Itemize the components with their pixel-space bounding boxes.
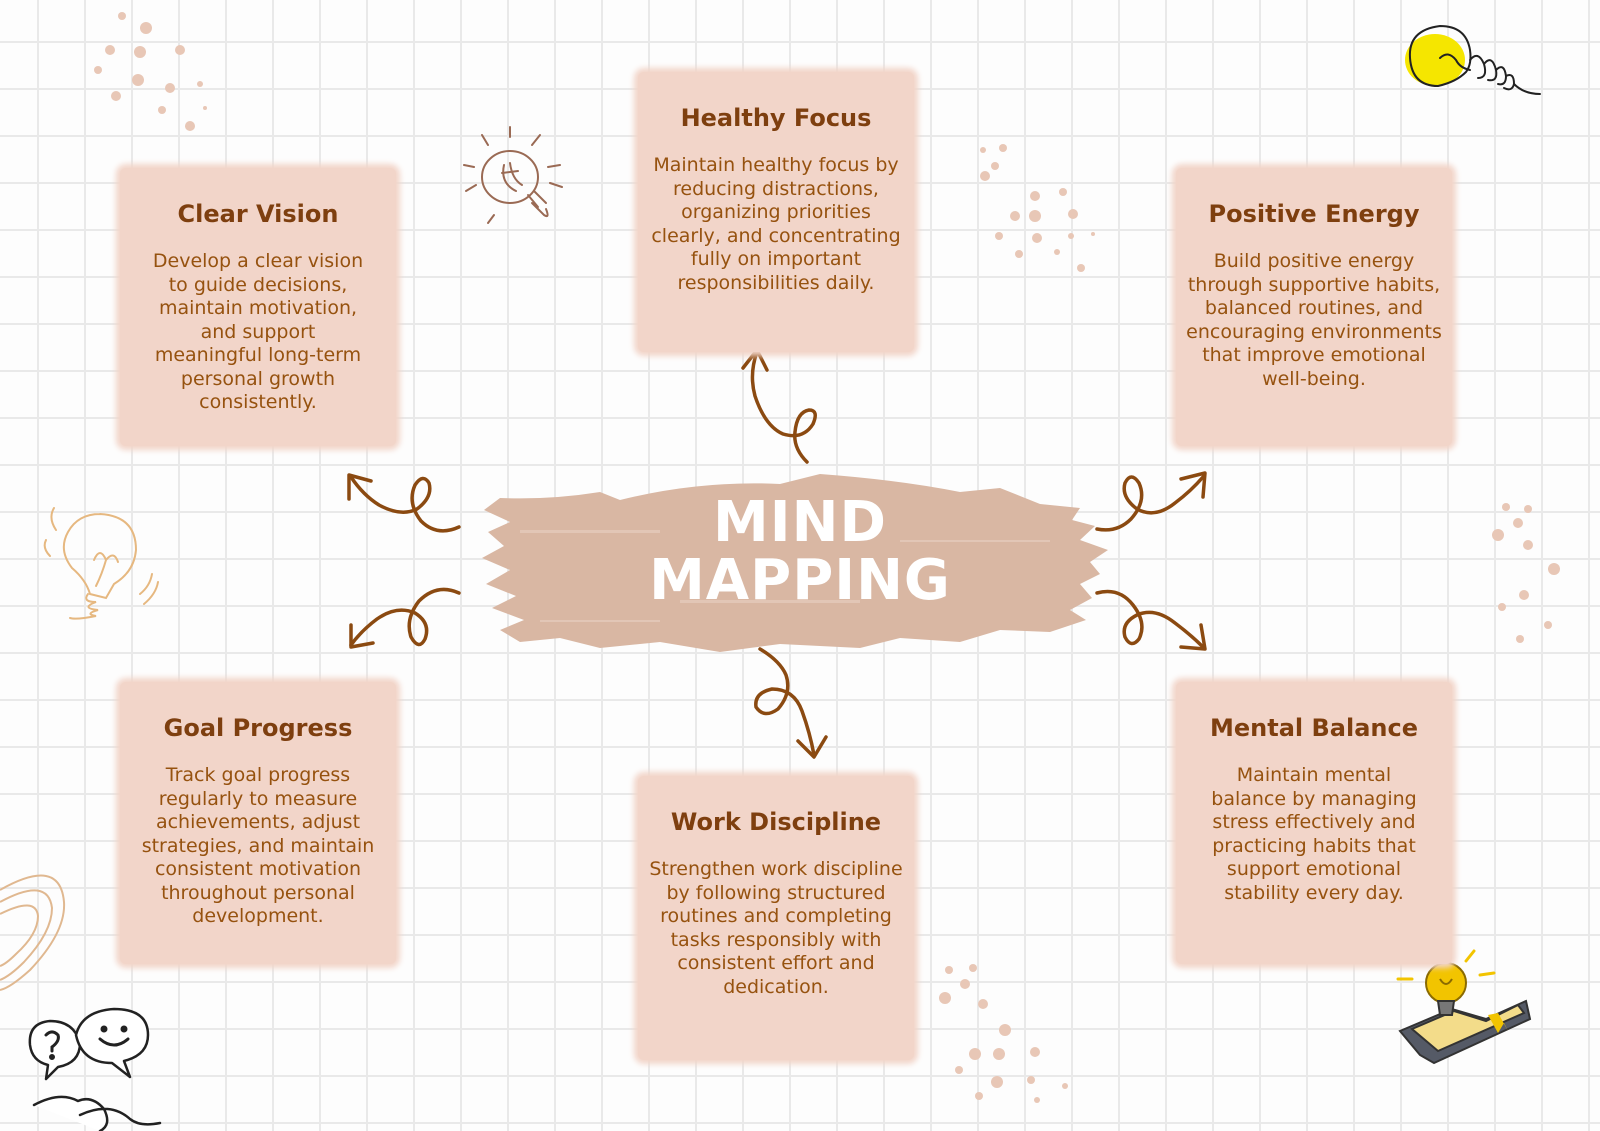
dot-cluster-top-left	[94, 12, 207, 131]
speech-bubbles-icon	[28, 1007, 162, 1131]
rainbow-lines-icon	[0, 874, 66, 991]
card-work-discipline: Work Discipline Strengthen work discipli…	[638, 776, 914, 1060]
lightbulb-sketch-icon	[43, 507, 159, 620]
card-body: Strengthen work discipline by following …	[649, 858, 903, 998]
dot-cluster-right	[1492, 503, 1560, 643]
title-line-2: MAPPING	[649, 548, 951, 613]
lightbulb-yellow-icon	[1405, 24, 1541, 95]
arrow-to-healthy-focus	[741, 348, 817, 464]
card-healthy-focus: Healthy Focus Maintain healthy focus by …	[638, 72, 914, 352]
card-mental-balance: Mental Balance Maintain mental balance b…	[1176, 682, 1452, 964]
book-lightbulb-icon	[1396, 937, 1532, 1065]
page-title: MIND MAPPING	[560, 494, 1040, 610]
card-goal-progress: Goal Progress Track goal progress regula…	[120, 682, 396, 964]
arrow-to-work-discipline	[754, 647, 828, 759]
card-heading: Goal Progress	[163, 714, 353, 742]
card-heading: Work Discipline	[670, 808, 882, 836]
title-brush-stroke	[482, 474, 1108, 652]
card-heading: Mental Balance	[1210, 714, 1418, 742]
card-heading: Clear Vision	[177, 200, 339, 228]
card-positive-energy: Positive Energy Build positive energy th…	[1176, 168, 1452, 446]
card-body: Maintain mental balance by managing stre…	[1211, 764, 1417, 904]
lightbulb-icon	[463, 126, 563, 224]
card-body: Build positive energy through supportive…	[1186, 250, 1442, 390]
card-heading: Positive Energy	[1208, 200, 1420, 228]
card-clear-vision: Clear Vision Develop a clear vision to g…	[120, 168, 396, 446]
card-heading: Healthy Focus	[680, 104, 872, 132]
card-body: Track goal progress regularly to measure…	[141, 764, 375, 927]
dot-cluster-top-mid	[980, 144, 1095, 272]
arrow-to-clear-vision	[347, 473, 461, 533]
card-body: Maintain healthy focus by reducing distr…	[651, 154, 901, 294]
arrow-to-mental-balance	[1095, 589, 1207, 651]
title-line-1: MIND	[713, 490, 887, 555]
dot-cluster-bottom-mid	[939, 964, 1068, 1103]
arrow-to-goal-progress	[349, 587, 461, 649]
arrow-to-positive-energy	[1095, 471, 1207, 532]
card-body: Develop a clear vision to guide decision…	[152, 250, 364, 413]
